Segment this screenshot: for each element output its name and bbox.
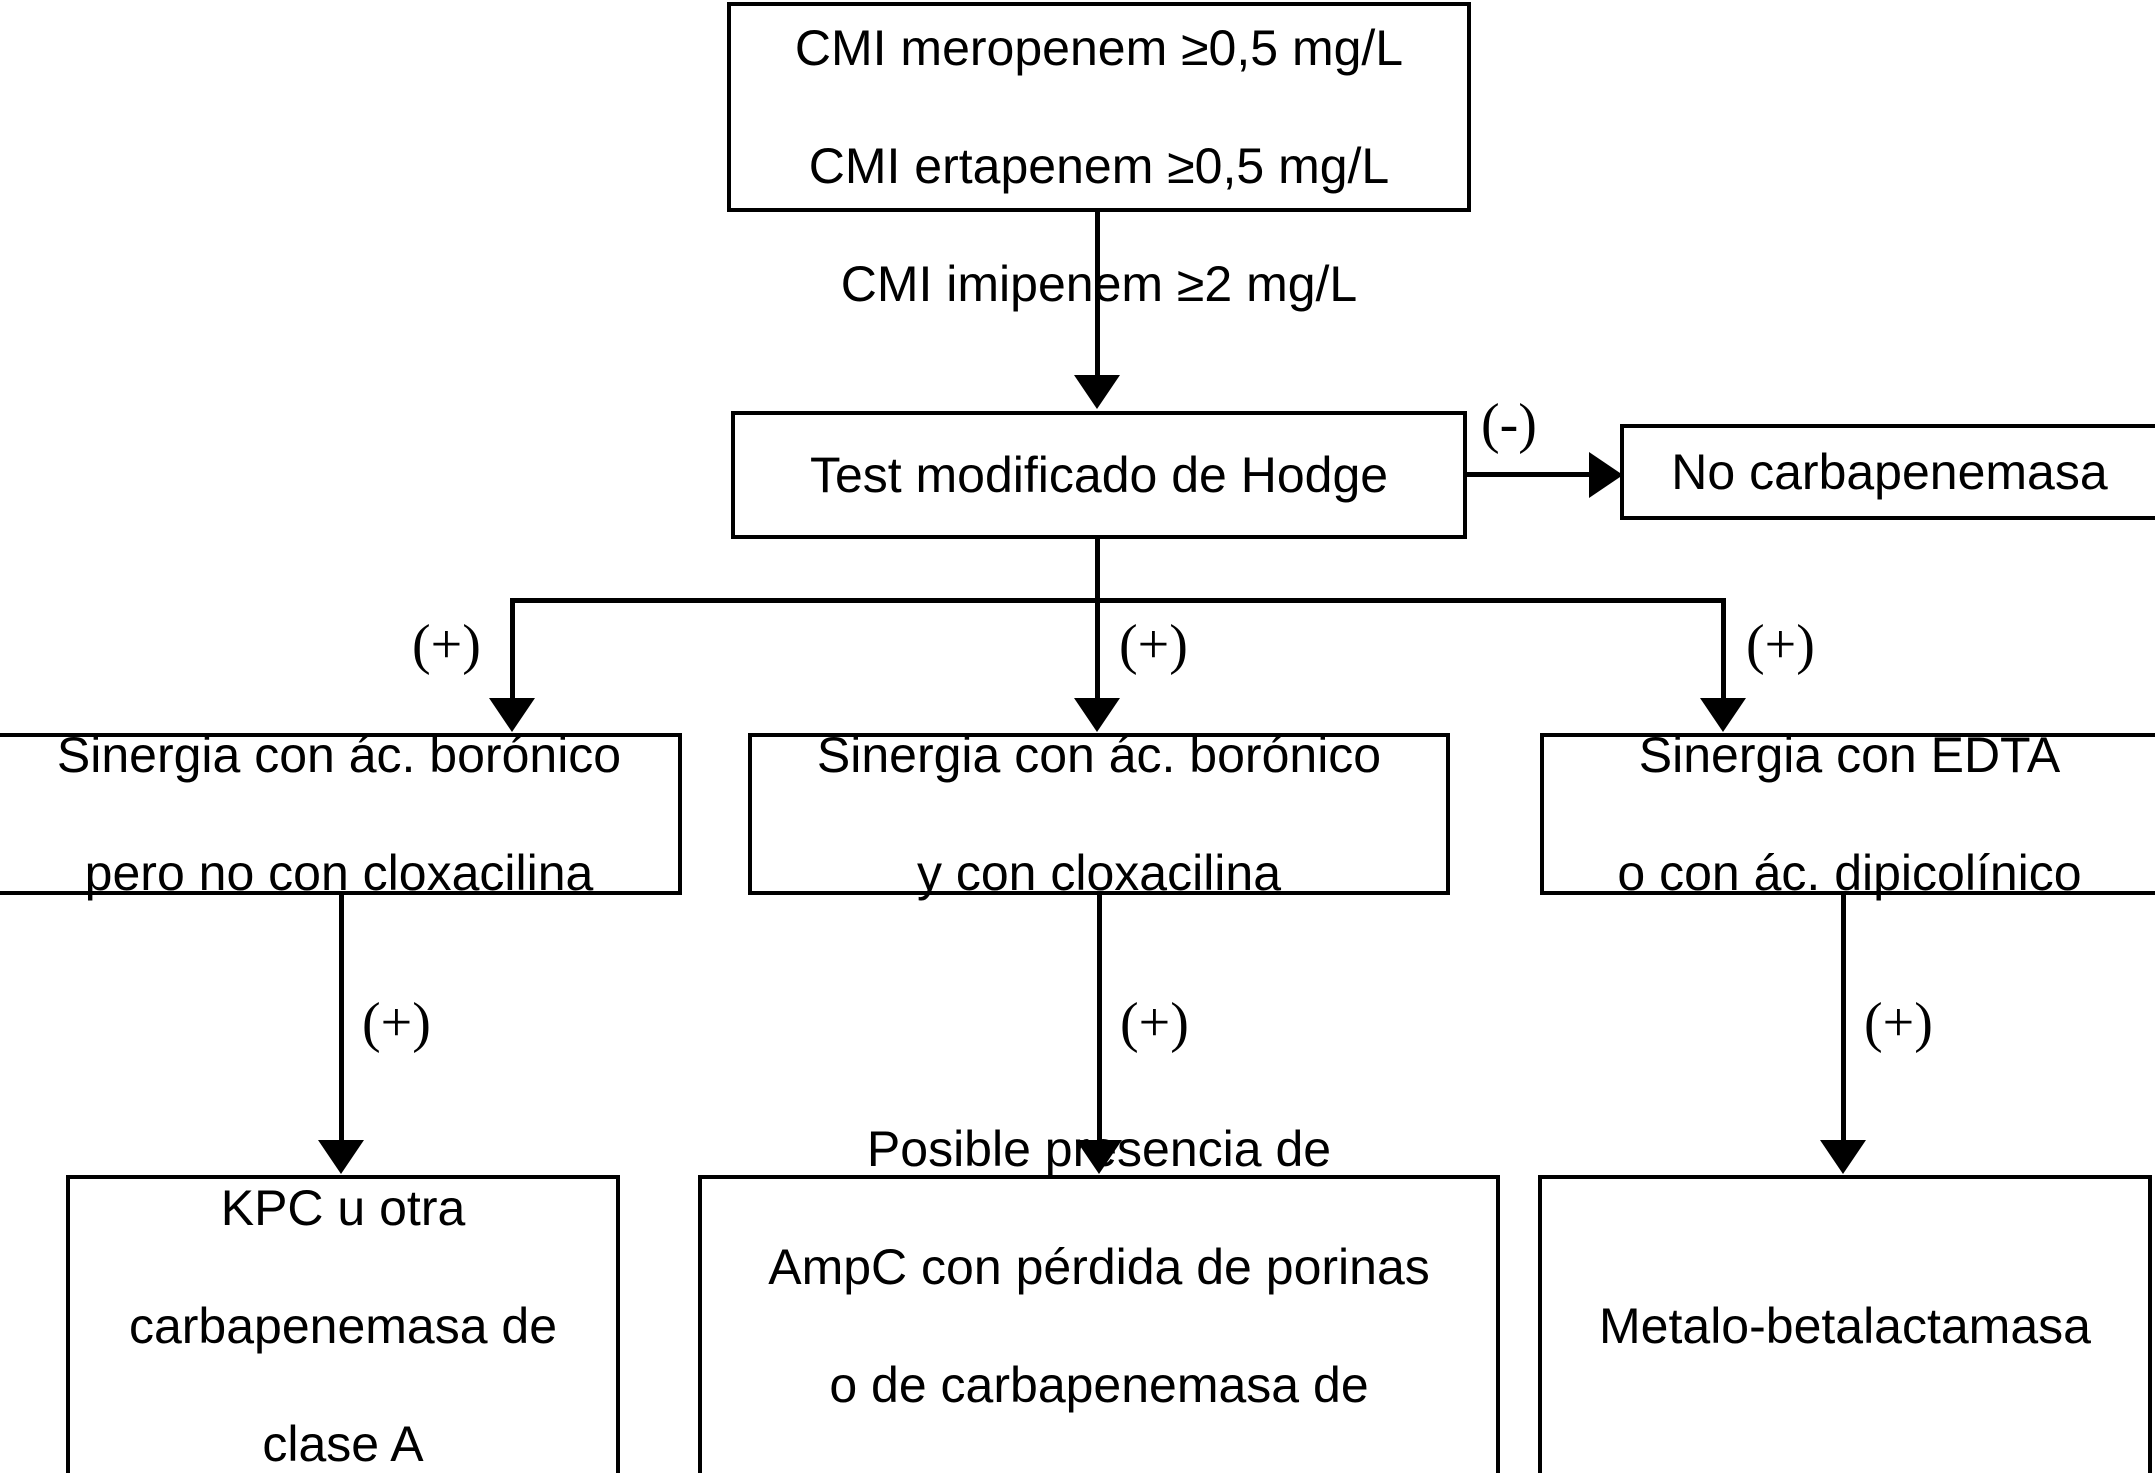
result-ampc-line-1: Posible presencia de	[866, 1120, 1332, 1177]
edge-bus-drop-left	[510, 598, 515, 700]
hodge-test-label: Test modificado de Hodge	[809, 446, 1389, 503]
edge-edta-to-metallo-arrowhead	[1820, 1140, 1866, 1174]
edge-hodge-to-no-carbapenemase-arrowhead	[1589, 452, 1623, 498]
edge-bus-drop-left-arrowhead	[489, 698, 535, 732]
result-ampc-text: Posible presencia de AmpC con pérdida de…	[702, 1061, 1496, 1473]
edge-boronic-only-to-kpc-line	[339, 895, 344, 1143]
edge-hodge-bus-horizontal	[510, 598, 1726, 603]
edge-bus-drop-right	[1721, 598, 1726, 700]
edge-boronic-only-to-kpc-arrowhead	[318, 1140, 364, 1174]
edge-label-positive-right-branch: (+)	[1746, 614, 1815, 676]
edge-screening-to-hodge-arrowhead	[1074, 375, 1120, 409]
synergy-boronic-only-line-2: pero no con cloxacilina	[84, 844, 594, 901]
node-result-metallo: Metalo-betalactamasa	[1538, 1175, 2152, 1473]
synergy-edta-line-1: Sinergia con EDTA	[1638, 726, 2061, 783]
edge-hodge-to-no-carbapenemase-line	[1467, 472, 1617, 477]
node-hodge-test: Test modificado de Hodge	[731, 411, 1467, 539]
edge-label-positive-kpc: (+)	[362, 992, 431, 1054]
edge-bus-drop-middle-arrowhead	[1074, 698, 1120, 732]
edge-edta-to-metallo-line	[1841, 895, 1846, 1143]
synergy-boronic-only-line-1: Sinergia con ác. borónico	[56, 726, 622, 783]
result-kpc-line-2: carbapenemasa de	[128, 1297, 558, 1354]
synergy-boronic-cloxa-text: Sinergia con ác. borónico y con cloxacil…	[752, 667, 1446, 962]
result-ampc-line-3: o de carbapenemasa de	[829, 1356, 1369, 1413]
synergy-boronic-cloxa-line-2: y con cloxacilina	[916, 844, 1282, 901]
result-kpc-line-1: KPC u otra	[220, 1179, 466, 1236]
node-screening-criteria: Enterobacteriaceae CMI meropenem ≥0,5 mg…	[727, 2, 1471, 312]
synergy-edta-text: Sinergia con EDTA o con ác. dipicolínico	[1544, 667, 2155, 962]
node-result-kpc: KPC u otra carbapenemasa de clase A	[66, 1175, 620, 1473]
node-result-ampc: Posible presencia de AmpC con pérdida de…	[698, 1121, 1500, 1473]
result-metallo-label: Metalo-betalactamasa	[1599, 1297, 2091, 1354]
node-no-carbapenemase: No carbapenemasa	[1620, 424, 2155, 520]
no-carbapenemase-label: No carbapenemasa	[1671, 443, 2108, 500]
screening-criteria-3: CMI imipenem ≥2 mg/L	[840, 255, 1358, 312]
node-synergy-edta: Sinergia con EDTA o con ác. dipicolínico	[1540, 727, 2155, 901]
result-kpc-text: KPC u otra carbapenemasa de clase A	[70, 1120, 616, 1473]
edge-boronic-cloxa-to-ampc-arrowhead	[1076, 1140, 1122, 1174]
edge-label-positive-ampc: (+)	[1120, 992, 1189, 1054]
synergy-edta-line-2: o con ác. dipicolínico	[1617, 844, 2082, 901]
node-synergy-boronic-only: Sinergia con ác. borónico pero no con cl…	[0, 727, 682, 901]
node-synergy-boronic-and-cloxacillin: Sinergia con ác. borónico y con cloxacil…	[748, 727, 1450, 901]
edge-label-positive-metallo: (+)	[1864, 992, 1933, 1054]
edge-label-positive-left-branch: (+)	[412, 614, 481, 676]
screening-criteria-2: CMI ertapenem ≥0,5 mg/L	[808, 137, 1390, 194]
screening-criteria-1: CMI meropenem ≥0,5 mg/L	[794, 19, 1404, 76]
screening-text: Enterobacteriaceae CMI meropenem ≥0,5 mg…	[731, 0, 1467, 373]
edge-hodge-bus-stem	[1095, 539, 1100, 602]
edge-boronic-cloxa-to-ampc-line	[1097, 895, 1102, 1143]
edge-label-negative: (-)	[1481, 393, 1537, 455]
synergy-boronic-cloxa-line-1: Sinergia con ác. borónico	[816, 726, 1382, 783]
edge-screening-to-hodge-line	[1095, 212, 1100, 377]
result-kpc-line-3: clase A	[262, 1415, 424, 1472]
result-ampc-line-2: AmpC con pérdida de porinas	[768, 1238, 1430, 1295]
synergy-boronic-only-text: Sinergia con ác. borónico pero no con cl…	[0, 667, 678, 962]
edge-bus-drop-right-arrowhead	[1700, 698, 1746, 732]
edge-label-positive-middle-branch: (+)	[1119, 614, 1188, 676]
edge-bus-drop-middle	[1095, 598, 1100, 700]
